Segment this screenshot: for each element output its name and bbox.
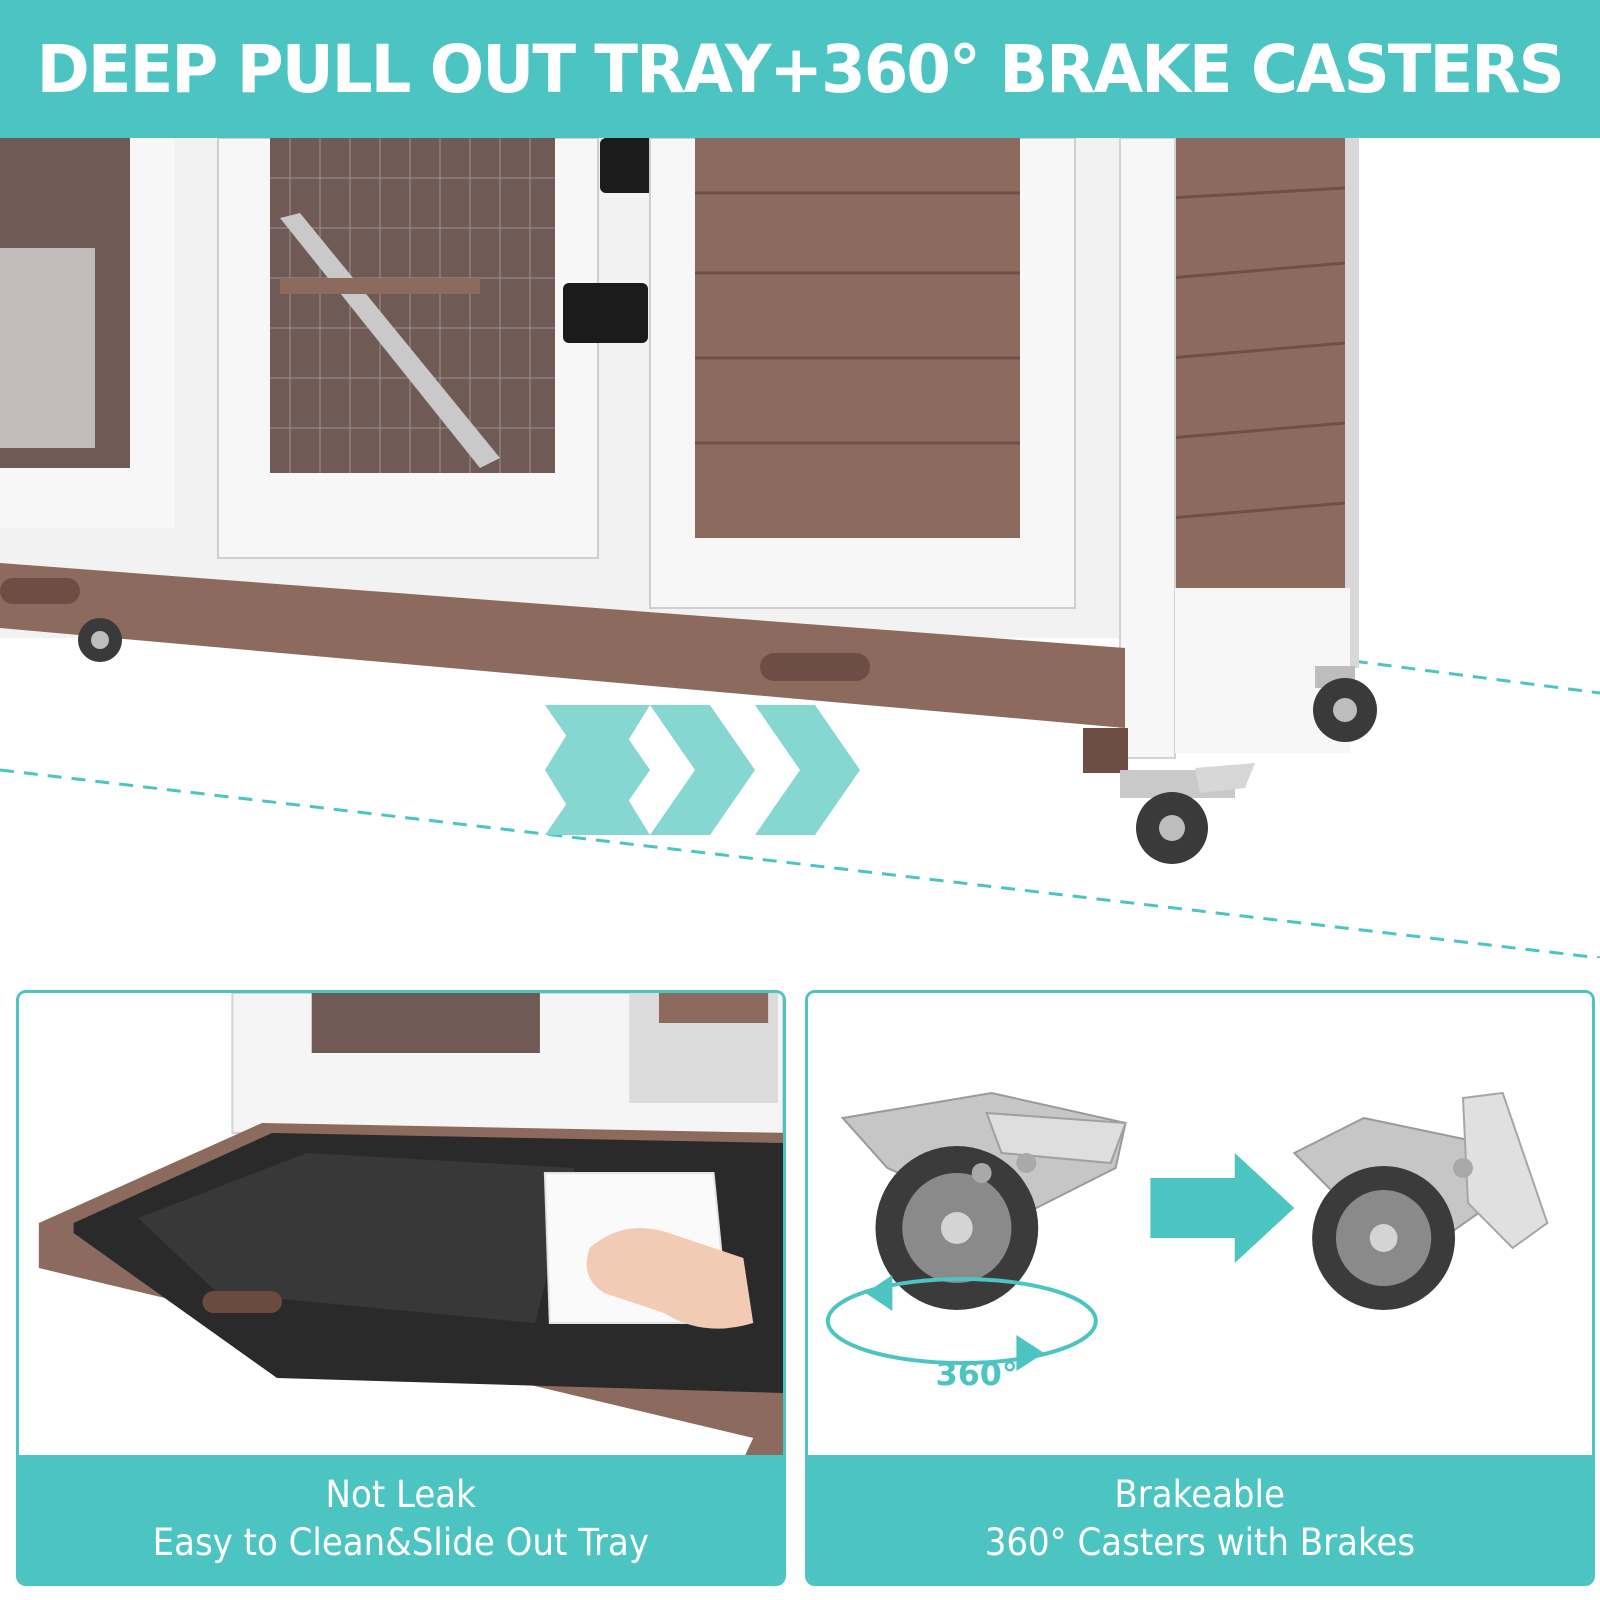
- caster-unlocked-icon: [840, 1091, 1127, 1310]
- caster-photo: 360°: [808, 993, 1592, 1459]
- tray-caption-line1: Not Leak: [325, 1473, 477, 1516]
- caster-icon: [78, 618, 1377, 864]
- header-banner: DEEP PULL OUT TRAY+360° BRAKE CASTERS: [0, 0, 1600, 138]
- tray-caption: Not Leak Easy to Clean&Slide Out Tray: [19, 1455, 783, 1583]
- arrow-right-icon: [1150, 1153, 1295, 1263]
- latch-icon-lower: [563, 283, 648, 343]
- tray-caption-line2: Easy to Clean&Slide Out Tray: [152, 1521, 650, 1564]
- tray-photo: [19, 993, 783, 1459]
- hand: [586, 1228, 754, 1329]
- hero-hutch-image: [0, 138, 1600, 958]
- caster-feature-panel: 360° Brakeable 360° Casters with Brakes: [805, 990, 1595, 1586]
- chevron-row: [545, 705, 860, 835]
- caster-caption-line2: 360° Casters with Brakes: [984, 1521, 1416, 1564]
- guide-line-upper: [1329, 656, 1600, 695]
- tray-handle: [202, 1291, 282, 1313]
- tray-handle-front: [760, 653, 870, 681]
- guide-line-lower: [0, 768, 1600, 958]
- rotation-label: 360°: [936, 1355, 1018, 1393]
- tray-handle-left: [0, 578, 80, 604]
- caster-caption: Brakeable 360° Casters with Brakes: [808, 1455, 1592, 1583]
- page-title: DEEP PULL OUT TRAY+360° BRAKE CASTERS: [36, 30, 1565, 108]
- caster-locked-icon: [1292, 1091, 1549, 1310]
- rotate-360-icon: [825, 1275, 1098, 1371]
- caster-caption-line1: Brakeable: [1114, 1473, 1286, 1516]
- tray-feature-panel: Not Leak Easy to Clean&Slide Out Tray: [16, 990, 786, 1586]
